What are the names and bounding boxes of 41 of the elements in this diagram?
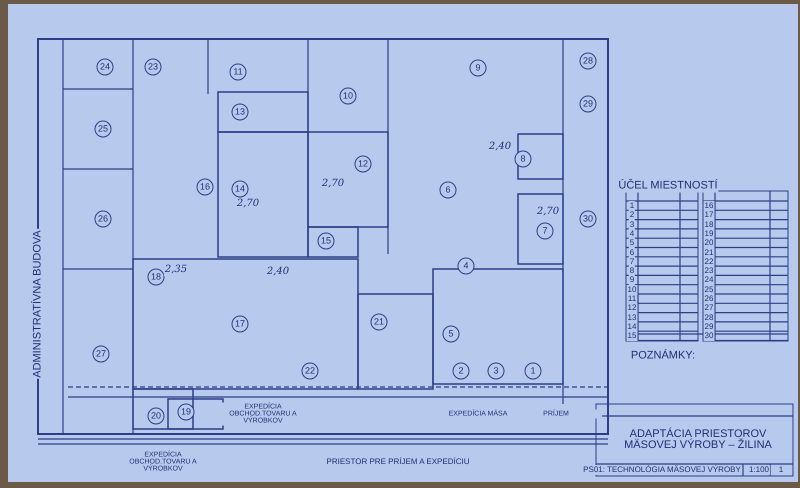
table-cell: 4 — [628, 228, 636, 239]
table-cell: 6 — [628, 248, 636, 258]
handwritten-height: 2,70 — [536, 206, 560, 218]
table-cell: 10 — [626, 284, 638, 295]
table-cell: 22 — [704, 256, 714, 267]
drawing-title: PS01: TECHNOLÓGIA MÄSOVEJ VÝROBY — [582, 465, 742, 475]
table-title: ÚČEL MIESTNOSTÍ — [617, 180, 719, 192]
note-text: PRIESTOR PRE PRÍJEM A EXPEDÍCIU — [326, 457, 470, 467]
table-cell: 14 — [626, 322, 638, 332]
table-cell: 24 — [704, 275, 714, 286]
table-cell: 27 — [704, 303, 714, 314]
table-cell: 20 — [704, 238, 714, 248]
table-cell: 8 — [628, 266, 636, 276]
table-cell: 3 — [628, 220, 636, 230]
table-cell: 30 — [704, 331, 714, 342]
table-cell: 1 — [628, 201, 636, 211]
table-cell: 19 — [704, 228, 714, 239]
table-cell: 21 — [704, 248, 714, 258]
table-cell: 16 — [704, 201, 714, 211]
table-cell: 5 — [628, 238, 636, 248]
handwritten-height: 2,35 — [164, 264, 188, 276]
table-cell: 25 — [704, 284, 714, 295]
table-cell: 17 — [704, 210, 714, 220]
table-cell: 11 — [626, 294, 638, 304]
table-cell: 23 — [704, 266, 714, 276]
table-cell: 18 — [704, 220, 714, 230]
table-cell: 28 — [704, 312, 714, 323]
table-cell: 12 — [626, 303, 638, 314]
table-cell: 7 — [628, 256, 636, 267]
table-cell: 13 — [626, 312, 638, 323]
sheet-number: 1 — [778, 465, 784, 475]
handwritten-height: 2,40 — [266, 266, 290, 278]
scale-label: 1:100 — [748, 465, 770, 475]
handwritten-height: 2,40 — [488, 141, 512, 153]
handwritten-height: 2,70 — [236, 198, 260, 210]
table-cell: 2 — [628, 210, 636, 220]
table-cell: 15 — [626, 331, 638, 342]
handwritten-height: 2,70 — [320, 178, 346, 190]
table-cell: 29 — [704, 322, 714, 332]
table-cell: 9 — [628, 275, 636, 286]
table-cell: 26 — [704, 294, 714, 304]
